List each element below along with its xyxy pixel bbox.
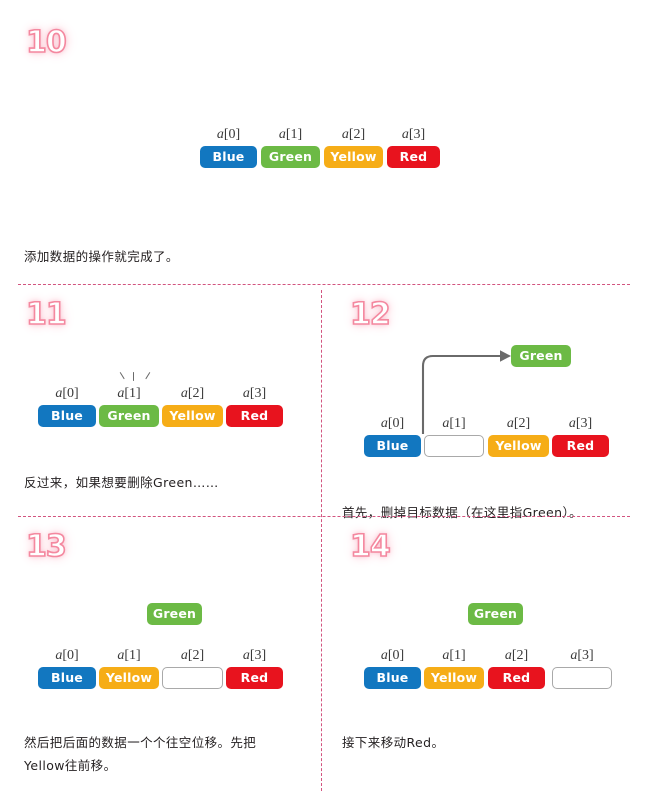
array-index-label: a[3] [568,416,593,431]
array-index-label: a[0] [216,127,241,142]
array-index-label: a[1] [442,416,466,431]
panel-caption: 添加数据的操作就完成了。 [24,249,179,264]
panel-12: 12 Green a[0] Blue a[1] a[2] Yellow a[3] [324,286,648,520]
array-box-green[interactable]: Green [99,405,159,427]
array-box-empty[interactable] [552,667,612,689]
horizontal-separator-top [18,284,630,285]
array-index-label: a[1] [117,648,141,663]
array-index-label: a[1] [442,648,466,663]
step-number-14: 14 [349,529,391,564]
array-box-red[interactable]: Red [488,667,545,689]
detached-green-chip[interactable]: Green [511,345,571,367]
vertical-separator [321,290,322,791]
array-index-label: a[2] [180,648,205,663]
step-number-11: 11 [25,297,67,332]
panel-11: 11 a[0] Blue a[1] Green a[2] Yellow a[3] [0,286,321,514]
panel-caption: 接下来移动Red。 [342,735,445,750]
array-box-red[interactable]: Red [226,405,283,427]
array-index-label: a[2] [341,127,366,142]
array-index-label: a[1] [117,386,141,401]
panel-10: 10 a[0] Blue a[1] Green a[2] Yellow a[3]… [0,0,648,282]
detached-green-chip[interactable]: Green [468,603,523,625]
array-row-11: a[0] Blue a[1] Green a[2] Yellow a[3] Re… [38,387,283,427]
array-box-yellow[interactable]: Yellow [424,667,484,689]
array-index-label: a[3] [401,127,426,142]
array-row-12: a[0] Blue a[1] a[2] Yellow a[3] Red [364,417,614,457]
array-row-14: a[0] Blue a[1] Yellow a[2] Red a[3] [364,649,614,689]
array-index-label: a[2] [180,386,205,401]
array-index-label: a[0] [380,416,405,431]
array-box-empty[interactable] [424,435,484,457]
array-box-yellow[interactable]: Yellow [162,405,223,427]
array-index-label: a[2] [504,648,529,663]
array-box-yellow[interactable]: Yellow [99,667,159,689]
array-index-label: a[3] [570,648,594,663]
array-index-label: a[0] [55,648,79,663]
panel-14: 14 Green a[0] Blue a[1] Yellow a[2] Red … [324,518,648,799]
move-out-arrow-icon [421,350,511,434]
step-number-10: 10 [25,25,67,60]
array-box-yellow[interactable]: Yellow [324,146,383,168]
array-box-blue[interactable]: Blue [200,146,257,168]
array-box-red[interactable]: Red [226,667,283,689]
panel-13: 13 Green a[0] Blue a[1] Yellow a[2] a[3]… [0,518,321,799]
panel-caption: 反过来，如果想要删除Green…… [24,475,219,490]
array-row-13: a[0] Blue a[1] Yellow a[2] a[3] Red [38,649,283,689]
array-box-green[interactable]: Green [261,146,320,168]
array-index-label: a[2] [506,416,531,431]
panel-caption: 然后把后面的数据一个个往空位移。先把 Yellow往前移。 [24,735,257,774]
array-index-label: a[3] [242,386,267,401]
step-number-12: 12 [349,297,391,332]
array-box-empty[interactable] [162,667,223,689]
array-box-blue[interactable]: Blue [364,435,421,457]
horizontal-separator-middle [18,516,630,517]
array-index-label: a[0] [380,648,405,663]
array-row-10: a[0] Blue a[1] Green a[2] Yellow a[3] Re… [200,128,440,168]
array-index-label: a[1] [278,127,303,142]
array-index-label: a[3] [242,648,267,663]
array-box-blue[interactable]: Blue [38,405,96,427]
detached-green-chip[interactable]: Green [147,603,202,625]
array-box-blue[interactable]: Blue [364,667,421,689]
array-index-label: a[0] [55,386,79,401]
array-box-red[interactable]: Red [387,146,440,168]
array-box-blue[interactable]: Blue [38,667,96,689]
emphasis-sparkle-icon [118,371,152,386]
step-number-13: 13 [25,529,67,564]
array-box-red[interactable]: Red [552,435,609,457]
array-box-yellow[interactable]: Yellow [488,435,549,457]
